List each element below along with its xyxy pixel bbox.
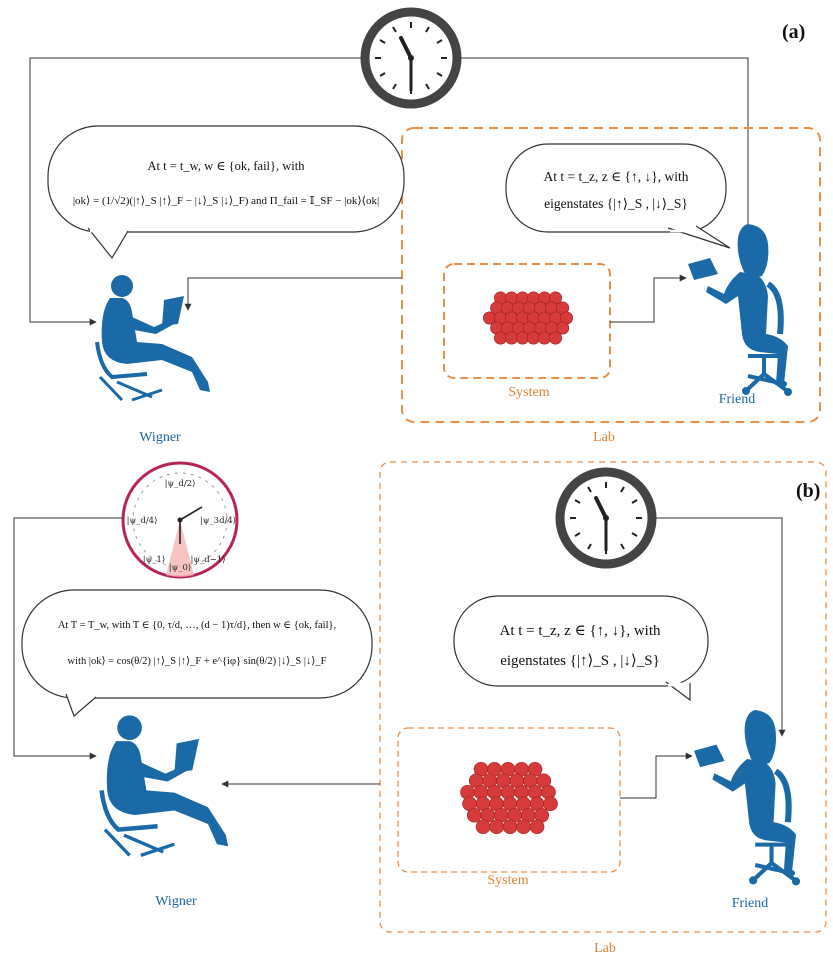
dial-state-left: |ψ_d/4⟩ [127,516,158,526]
friend-silhouette-icon [688,224,792,396]
phase-dial-icon: |ψ_d/2⟩ |ψ_d/4⟩ |ψ_3d/4⟩ |ψ_1⟩ |ψ_0⟩ |ψ_… [121,461,239,579]
clock-to-wigner-arrow-a [29,57,362,326]
particle [529,819,545,835]
system-to-friend-arrow-a [610,274,687,323]
clock-icon [560,472,652,564]
wigner-speech-bubble-b: At T = T_w, with T ∈ {0, τ/d, …, (d − 1)… [21,589,373,718]
wigner-bubble-a-line2: |ok⟩ = (1/√2)(|↑⟩_S |↑⟩_F − |↓⟩_S |↓⟩_F)… [73,195,379,207]
lab-label-a: Lab [593,430,615,445]
lab-box-b [379,461,827,933]
wigner-silhouette-icon [102,715,229,855]
dial-state-bottom-left: |ψ_1⟩ [143,555,166,565]
friend-bubble-b-line2: eigenstates {|↑⟩_S , |↓⟩_S} [500,653,660,669]
wigner-label-a: Wigner [139,430,181,445]
particle [543,796,558,812]
friend-label-a: Friend [719,392,756,407]
system-box-a [443,263,611,379]
clock-to-friend-arrow-a [460,57,752,249]
wigner-label-b: Wigner [155,894,197,909]
wigner-bubble-b-line2: with |ok⟩ = cos(θ/2) |↑⟩_S |↑⟩_F + e^{iφ… [68,656,327,667]
particle [548,331,562,345]
dial-state-top: |ψ_d/2⟩ [165,479,196,489]
wigner-silhouette-icon [95,273,212,402]
particle [489,819,504,835]
dial-state-right: |ψ_3d/4⟩ [200,516,236,526]
particle [504,331,518,345]
dial-state-bottom: |ψ_0⟩ [169,563,192,573]
system-label-b: System [487,873,528,888]
lab-to-wigner-arrow-a [184,277,402,311]
particle [537,331,551,345]
clock-to-friend-arrow-b [656,517,786,737]
friend-silhouette-icon [694,710,800,885]
friend-bubble-b-line1: At t = t_z, z ∈ {↑, ↓}, with [499,623,661,639]
lab-label-b: Lab [594,941,616,956]
particle-cluster-icon [482,291,573,345]
wigner-speech-bubble-a: At t = t_w, w ∈ {ok, fail}, with |ok⟩ = … [47,125,405,260]
friend-label-b: Friend [732,896,769,911]
particle [475,819,491,835]
wigner-bubble-b-line1: At T = T_w, with T ∈ {0, τ/d, …, (d − 1)… [58,620,336,631]
particle [466,807,482,823]
particle [493,331,507,345]
friend-bubble-a-line1: At t = t_z, z ∈ {↑, ↓}, with [544,169,689,184]
dial-state-bottom-right: |ψ_d−1⟩ [190,555,225,565]
system-label-a: System [508,385,549,400]
panel-b-label: (b) [796,480,820,502]
system-to-friend-arrow-b [620,752,693,799]
friend-bubble-a-line2: eigenstates {|↑⟩_S , |↓⟩_S} [544,196,688,211]
dial-to-wigner-arrow-b [13,517,123,760]
particle [516,819,531,835]
panel-a-label: (a) [782,21,805,43]
wigner-bubble-a-line1: At t = t_w, w ∈ {ok, fail}, with [148,159,306,173]
lab-box-a [401,127,821,423]
system-box-b [397,727,621,873]
friend-speech-bubble-b: At t = t_z, z ∈ {↑, ↓}, with eigenstates… [453,595,709,702]
clock-icon [365,12,457,104]
particle-cluster-icon [460,761,558,835]
particle [526,331,540,345]
particle [502,819,518,835]
friend-speech-bubble-a: At t = t_z, z ∈ {↑, ↓}, with eigenstates… [505,143,731,249]
particle [556,321,570,335]
particle [515,331,529,345]
